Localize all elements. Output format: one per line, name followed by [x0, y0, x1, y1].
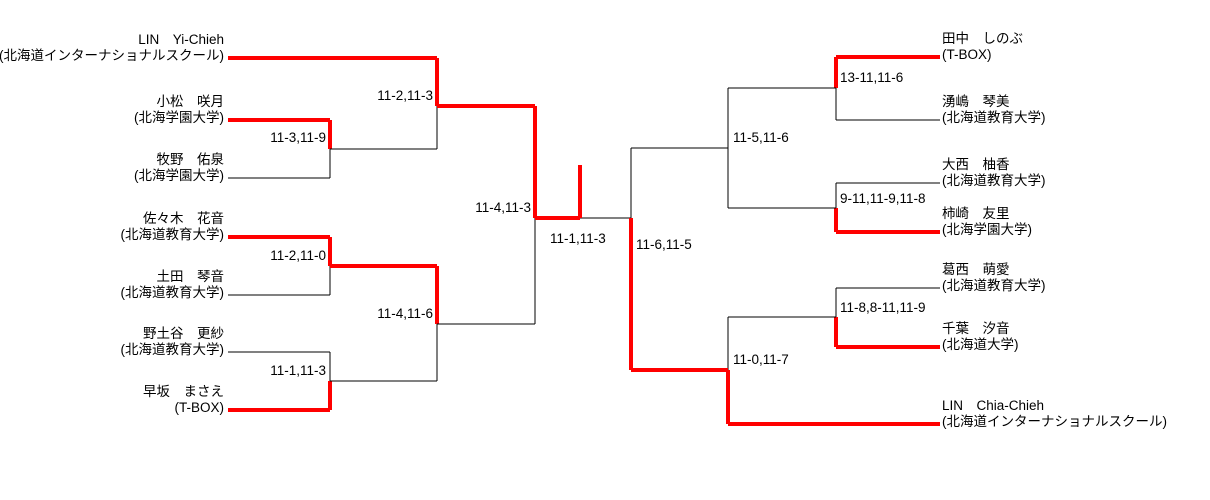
player-left-3: 牧野 佑泉 (北海学園大学) [134, 152, 224, 184]
score-left-r2-sasaki-hayasaka: 11-4,11-6 [377, 306, 433, 321]
player-club: (北海道教育大学) [120, 227, 225, 242]
score-left-r3-lin-sasaki: 11-4,11-3 [475, 200, 531, 215]
score-right-r1-tanaka-wakushima: 13-11,11-6 [840, 70, 904, 85]
score-right-r2-tanaka-kakizaki: 11-5,11-6 [733, 130, 789, 145]
player-club: (北海道教育大学) [942, 278, 1046, 293]
player-name: 柿崎 友里 [942, 206, 1010, 221]
player-left-7: 早坂 まさえ (T-BOX) [143, 384, 224, 416]
player-left-6: 野土谷 更紗 (北海道教育大学) [121, 326, 225, 358]
player-left-5: 土田 琴音 (北海道教育大学) [121, 269, 225, 301]
player-name: 佐々木 花音 [143, 211, 224, 226]
score-final: 11-1,11-3 [550, 231, 606, 246]
score-right-r1-onishi-kakizaki: 9-11,11-9,11-8 [840, 191, 926, 206]
score-right-r2-chiba-lin: 11-0,11-7 [733, 352, 789, 367]
score-right-r3-tanaka-lin: 11-6,11-5 [636, 237, 692, 252]
player-name: 土田 琴音 [156, 269, 225, 284]
player-right-7: LIN Chia-Chieh (北海道インターナショナルスクール) [942, 398, 1167, 430]
player-name: 野土谷 更紗 [143, 326, 224, 341]
score-left-r1-nodoya-hayasaka: 11-1,11-3 [270, 363, 326, 378]
player-club: (北海道インターナショナルスクール) [942, 414, 1167, 429]
player-name: 早坂 まさえ [143, 384, 224, 399]
player-club: (北海道教育大学) [942, 110, 1046, 125]
player-name: 大西 柚香 [942, 157, 1010, 172]
player-right-6: 千葉 汐音 (北海道大学) [942, 321, 1019, 353]
player-club: (北海学園大学) [134, 168, 224, 183]
player-club: (T-BOX) [942, 47, 992, 62]
player-right-5: 葛西 萌愛 (北海道教育大学) [942, 262, 1046, 294]
player-name: LIN Chia-Chieh [942, 398, 1045, 413]
player-name: 小松 咲月 [156, 94, 225, 109]
player-name: 牧野 佑泉 [156, 152, 225, 167]
player-right-2: 湧嶋 琴美 (北海道教育大学) [942, 94, 1046, 126]
player-club: (T-BOX) [174, 400, 225, 415]
player-right-3: 大西 柚香 (北海道教育大学) [942, 157, 1046, 189]
player-name: LIN Yi-Chieh [138, 32, 224, 47]
player-name: 葛西 萌愛 [942, 262, 1010, 277]
score-left-r1-komatsu-makino: 11-3,11-9 [270, 130, 326, 145]
player-right-1: 田中 しのぶ (T-BOX) [942, 31, 1023, 63]
player-left-4: 佐々木 花音 (北海道教育大学) [121, 211, 225, 243]
player-left-1: LIN Yi-Chieh (北海道インターナショナルスクール) [0, 32, 224, 64]
player-club: (北海道教育大学) [942, 173, 1046, 188]
player-name: 田中 しのぶ [942, 31, 1023, 46]
score-right-r1-kasai-chiba: 11-8,8-11,11-9 [840, 300, 926, 315]
player-left-2: 小松 咲月 (北海学園大学) [134, 94, 224, 126]
player-name: 千葉 汐音 [942, 321, 1010, 336]
player-right-4: 柿崎 友里 (北海学園大学) [942, 206, 1032, 238]
player-club: (北海道大学) [942, 337, 1019, 352]
player-club: (北海学園大学) [942, 222, 1032, 237]
player-club: (北海道教育大学) [120, 342, 225, 357]
player-club: (北海道教育大学) [120, 285, 225, 300]
player-club: (北海学園大学) [134, 110, 224, 125]
score-left-r1-sasaki-tsuchida: 11-2,11-0 [270, 248, 326, 263]
player-name: 湧嶋 琴美 [942, 94, 1010, 109]
score-left-r2-lin-komatsu: 11-2,11-3 [377, 88, 433, 103]
player-club: (北海道インターナショナルスクール) [0, 48, 224, 63]
